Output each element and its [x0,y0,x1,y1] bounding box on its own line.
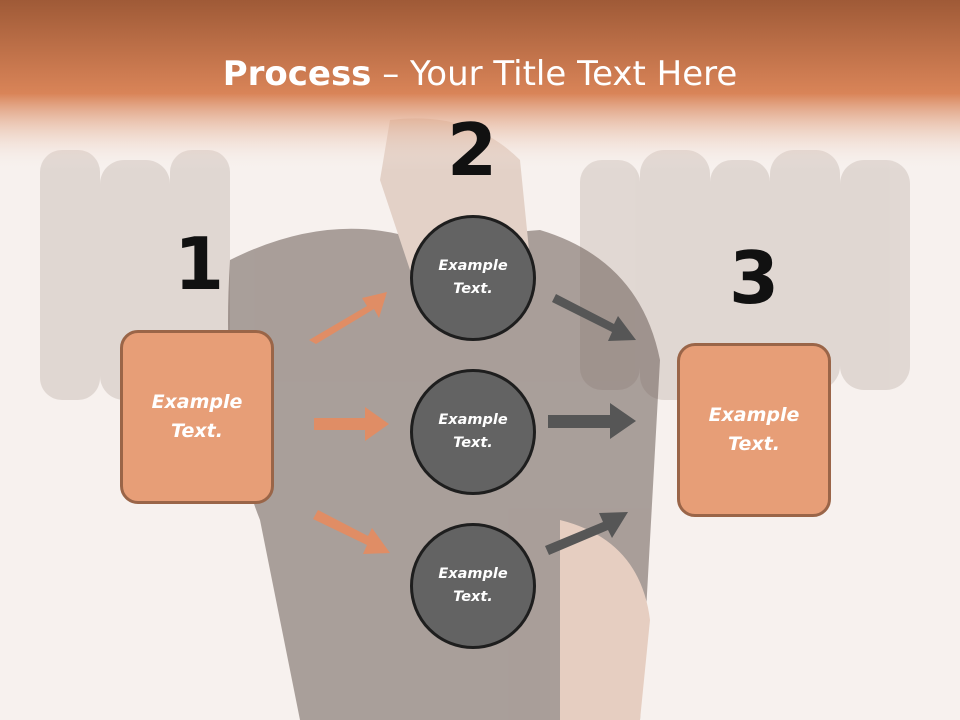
arrow-middle-to-3 [548,403,636,439]
step-3-box-line2: Text. [728,433,780,455]
circle-bottom-line2: Text. [453,589,493,605]
step-1-box-line1: Example [151,391,243,413]
title-rest: – Your Title Text Here [371,54,738,94]
slide-title: Process – Your Title Text Here [0,52,960,96]
circle-bottom: Example Text. [410,523,536,649]
circle-top-line2: Text. [453,281,493,297]
step-number-1: 1 [173,222,225,306]
circle-bottom-line1: Example [438,566,508,582]
step-3-box-line1: Example [708,404,800,426]
arrow-1-to-middle [314,407,389,441]
arrow-1-to-top [309,292,387,344]
circle-middle: Example Text. [410,369,536,495]
arrow-top-to-3 [552,294,636,341]
arrow-1-to-bottom [313,510,390,554]
circle-middle-line2: Text. [453,435,493,451]
step-1-box-line2: Text. [171,420,223,442]
step-number-2: 2 [446,108,498,192]
title-bold: Process [222,54,372,94]
step-number-3: 3 [728,236,780,320]
circle-middle-line1: Example [438,412,508,428]
arrow-bottom-to-3 [545,512,628,555]
step-1-box: Example Text. [120,330,274,504]
circle-top: Example Text. [410,215,536,341]
circle-top-line1: Example [438,258,508,274]
step-3-box: Example Text. [677,343,831,517]
